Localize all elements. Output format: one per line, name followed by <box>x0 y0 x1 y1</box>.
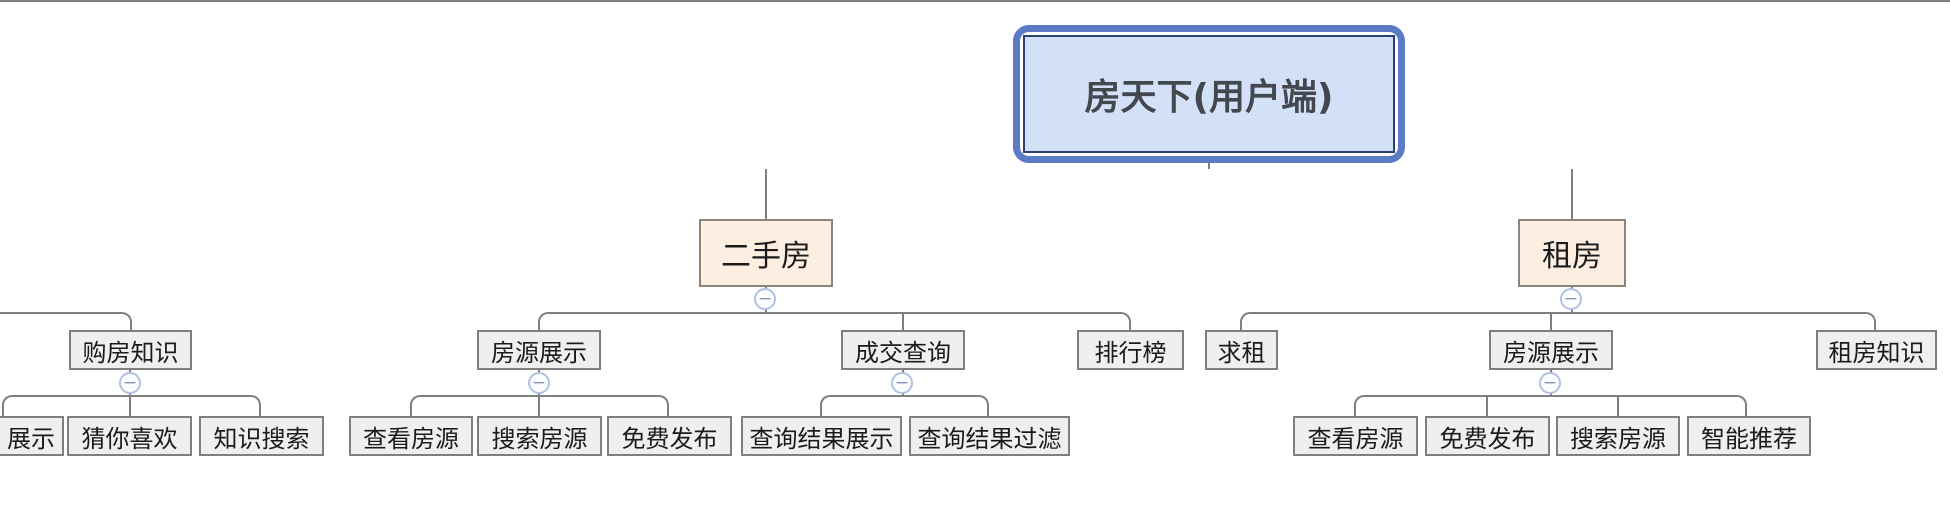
connector-corner <box>1734 395 1747 416</box>
collapse-button-renting[interactable]: − <box>1560 288 1582 310</box>
node-rent-seeking[interactable]: 求租 <box>1205 330 1278 370</box>
connector-rail <box>422 395 658 397</box>
connector-rail <box>0 312 121 314</box>
connector-corner <box>119 312 132 330</box>
connector-stem <box>902 313 904 330</box>
minus-icon: − <box>894 372 910 393</box>
node-free-publish-right[interactable]: 免费发布 <box>1425 416 1550 456</box>
connector-rail <box>1366 395 1736 397</box>
connector-corner <box>820 395 833 416</box>
node-renting[interactable]: 租房 <box>1518 219 1626 287</box>
connector-rail <box>832 395 978 397</box>
collapse-button-listing-display-right[interactable]: − <box>1539 372 1561 394</box>
node-display-cutoff[interactable]: 展示 <box>0 416 64 456</box>
collapse-button-second-hand-housing[interactable]: − <box>754 288 776 310</box>
connector-stem-renting <box>1571 169 1573 219</box>
node-transaction-query[interactable]: 成交查询 <box>841 330 965 370</box>
connector-corner <box>1354 395 1367 416</box>
connector-corner <box>1863 312 1876 330</box>
collapse-button-transaction-query[interactable]: − <box>891 372 913 394</box>
connector-corner <box>410 395 423 416</box>
node-ranking-list[interactable]: 排行榜 <box>1077 330 1184 370</box>
node-knowledge-search[interactable]: 知识搜索 <box>199 416 324 456</box>
connector-corner <box>2 395 15 416</box>
node-second-hand-housing[interactable]: 二手房 <box>699 219 833 287</box>
node-listing-display-right[interactable]: 房源展示 <box>1489 330 1613 370</box>
connector-root-stem <box>1208 162 1210 169</box>
connector-rail <box>1252 312 1864 314</box>
node-renting-knowledge[interactable]: 租房知识 <box>1816 330 1937 370</box>
node-search-listings-right[interactable]: 搜索房源 <box>1556 416 1680 456</box>
connector-corner <box>976 395 989 416</box>
connector-stem <box>1617 396 1619 416</box>
connector-corner <box>1118 312 1131 330</box>
connector-stem-second-hand <box>765 169 767 219</box>
node-query-result-display[interactable]: 查询结果展示 <box>741 416 902 456</box>
connector-corner <box>538 312 551 330</box>
node-root-label: 房天下(用户端) <box>1023 35 1395 153</box>
node-listing-display-left[interactable]: 房源展示 <box>477 330 601 370</box>
node-guess-you-like[interactable]: 猜你喜欢 <box>67 416 192 456</box>
node-buying-knowledge[interactable]: 购房知识 <box>69 330 192 370</box>
connector-corner <box>656 395 669 416</box>
connector-stem <box>1486 396 1488 416</box>
connector-stem <box>538 396 540 416</box>
connector-stem <box>129 396 131 416</box>
node-view-listings-left[interactable]: 查看房源 <box>349 416 473 456</box>
connector-corner <box>248 395 261 416</box>
node-free-publish-left[interactable]: 免费发布 <box>607 416 732 456</box>
minus-icon: − <box>531 372 547 393</box>
node-root[interactable]: 房天下(用户端) <box>1013 25 1405 163</box>
minus-icon: − <box>757 288 773 309</box>
collapse-button-buying-knowledge[interactable]: − <box>119 372 141 394</box>
minus-icon: − <box>1563 288 1579 309</box>
node-search-listings-left[interactable]: 搜索房源 <box>477 416 602 456</box>
node-query-result-filter[interactable]: 查询结果过滤 <box>909 416 1070 456</box>
connector-rail <box>14 395 250 397</box>
node-view-listings-right[interactable]: 查看房源 <box>1293 416 1418 456</box>
connector-corner <box>1240 312 1253 330</box>
node-smart-recommend[interactable]: 智能推荐 <box>1687 416 1811 456</box>
connector-rail <box>550 312 1120 314</box>
connector-stem <box>1550 313 1552 330</box>
connector-root-rail <box>0 0 1950 2</box>
collapse-button-listing-display-left[interactable]: − <box>528 372 550 394</box>
minus-icon: − <box>1542 372 1558 393</box>
minus-icon: − <box>122 372 138 393</box>
